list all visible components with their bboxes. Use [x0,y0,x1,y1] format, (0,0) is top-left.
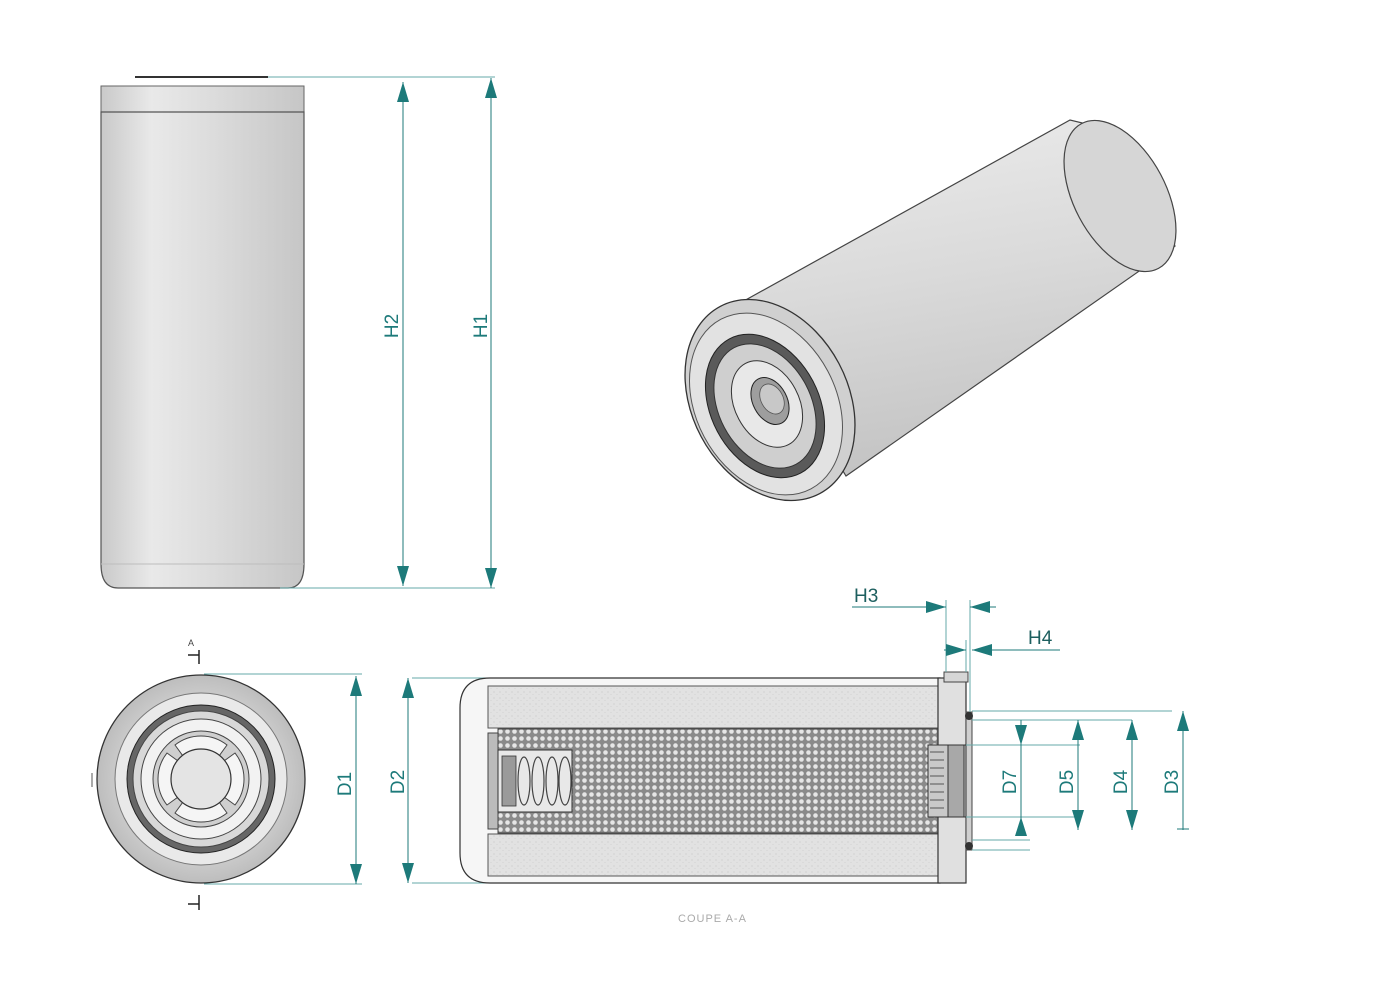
dimension-label-h1: H1 [471,314,492,338]
section-caption: COUPE A-A [678,913,747,925]
diameter-extension-lines [966,710,1172,851]
dimension-label-h2: H2 [382,314,403,338]
dimension-d7: D7 [1000,720,1027,836]
dimension-label-d1: D1 [335,772,356,796]
dimension-label-d5: D5 [1057,770,1078,794]
dimension-label-h3: H3 [854,586,878,607]
dimension-label-d7: D7 [1000,770,1021,794]
section-view: COUPE A-A [412,671,973,925]
dimension-d1: D1 [335,676,362,884]
dimension-label-d4: D4 [1111,769,1132,794]
dimension-label-d2: D2 [388,770,409,794]
section-marker-label: A [188,638,194,648]
end-view: A [91,638,362,910]
dimension-d5: D5 [1057,720,1084,830]
dimension-h4: H4 [944,628,1060,672]
isometric-view [684,119,1177,502]
dimension-h2: H2 [382,82,409,586]
dimension-h1: H1 [471,78,497,588]
front-view [100,76,495,589]
bypass-spring [517,756,572,806]
dimension-d4: D4 [1111,720,1138,830]
dimension-d2: D2 [388,678,414,883]
dimension-label-h4: H4 [1028,628,1053,649]
dimension-d3: D3 [1162,711,1189,830]
dimension-label-d3: D3 [1162,770,1183,794]
dimension-h3: H3 [852,586,996,712]
